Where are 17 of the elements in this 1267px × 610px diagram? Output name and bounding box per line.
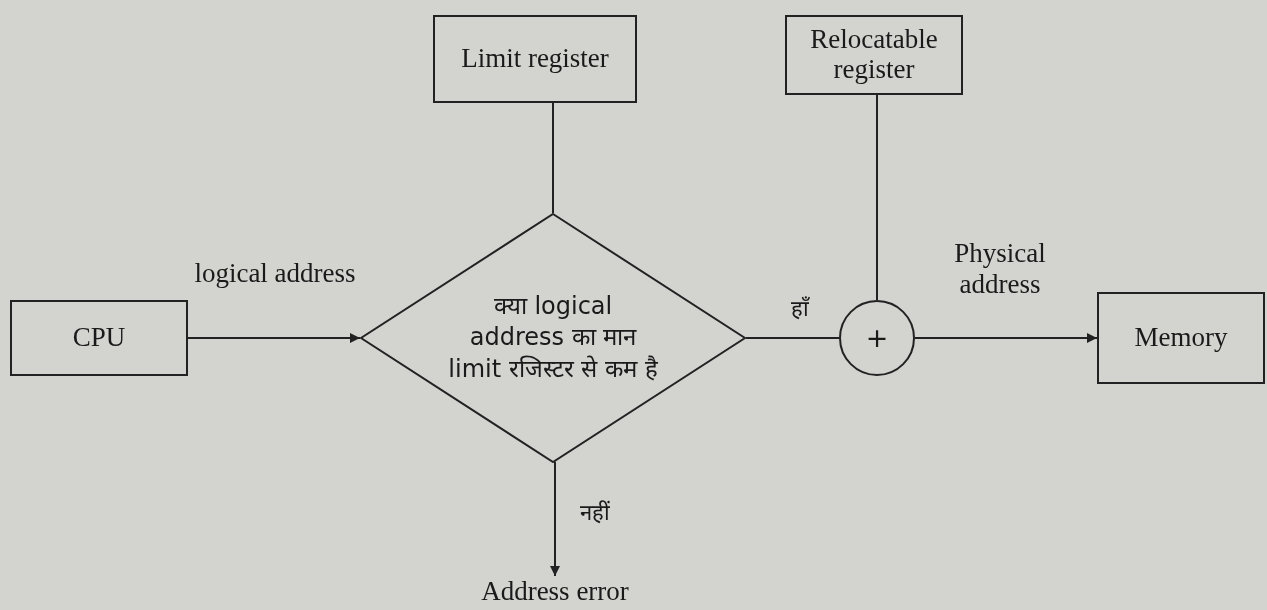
register-box: Relocatable register (785, 15, 963, 95)
edge-label: logical address (193, 258, 357, 290)
adder-circle: + (839, 300, 915, 376)
connector-line (745, 337, 840, 339)
arrow (914, 333, 1098, 343)
arrow (550, 460, 560, 577)
arrow (187, 333, 361, 343)
connector-line (876, 94, 878, 301)
connector-line (552, 102, 554, 214)
memory-box: Memory (1097, 292, 1265, 384)
edge-label: Physical address (953, 238, 1047, 301)
register-box: Limit register (433, 15, 637, 103)
edge-label: नहीं (579, 500, 611, 526)
error-text: Address error (455, 576, 655, 608)
cpu-box: CPU (10, 300, 188, 376)
edge-label: हाँ (790, 296, 811, 322)
decision-diamond: क्या logical address का मान limit रजिस्टर से कम है (360, 213, 746, 463)
